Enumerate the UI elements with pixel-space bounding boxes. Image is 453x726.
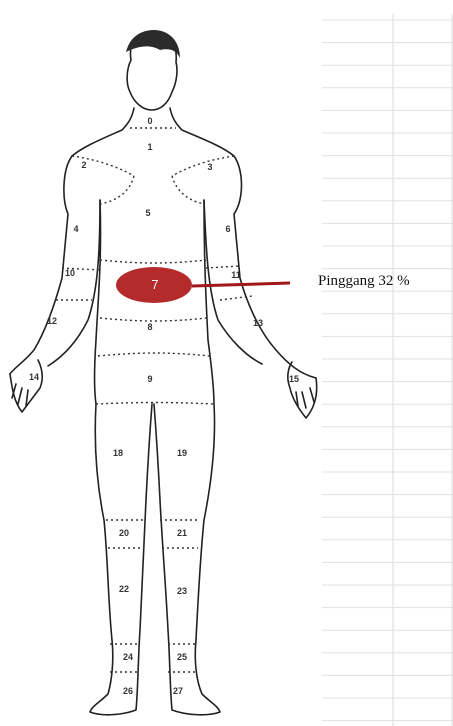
callout-line: [192, 283, 290, 286]
callout-label: Pinggang 32 %: [318, 273, 410, 290]
highlighted-region-number: 7: [141, 277, 169, 292]
